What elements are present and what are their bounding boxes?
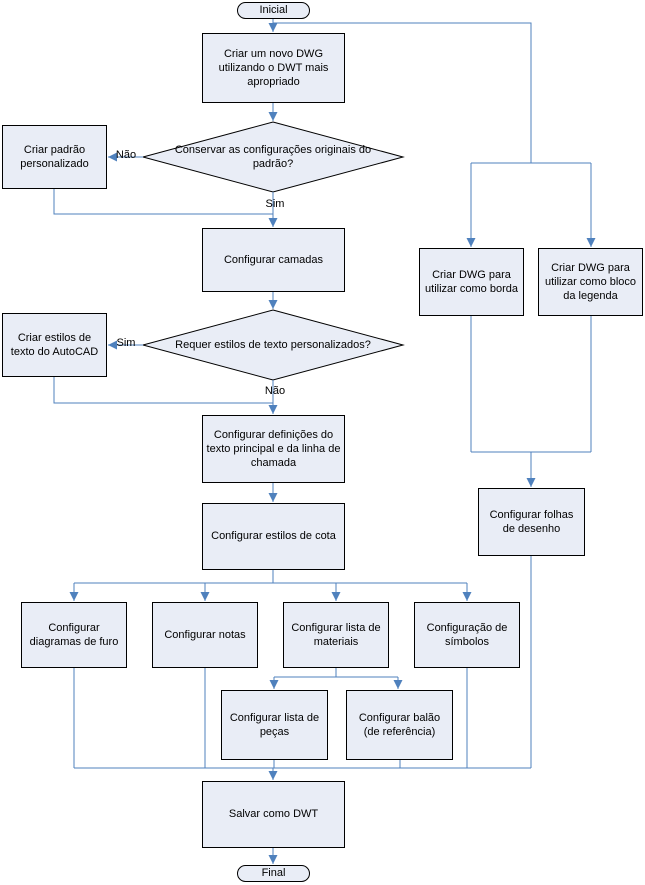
process-border-dwg: Criar DWG para utilizar como borda <box>419 248 524 316</box>
process-new-dwg: Criar um novo DWG utilizando o DWT mais … <box>202 33 345 103</box>
terminator-start: Inicial <box>237 2 310 19</box>
process-parts-list: Configurar lista de peças <box>221 690 328 760</box>
process-autocad-text-styles: Criar estilos de texto do AutoCAD <box>2 313 107 377</box>
edge-custom-merge <box>53 189 273 215</box>
edge-label-no: Não <box>115 149 137 161</box>
process-dimension-styles: Configurar estilos de cota <box>202 503 345 570</box>
process-hole-charts: Configurar diagramas de furo <box>21 602 127 668</box>
process-titleblock-dwg: Criar DWG para utilizar como bloco da le… <box>538 248 643 316</box>
edge-label-yes: Sim <box>265 198 285 210</box>
decision-keep-default-settings-label: Conservar as configurações originais do … <box>174 143 372 170</box>
process-custom-standard: Criar padrão personalizado <box>2 125 107 189</box>
process-drawing-sheets: Configurar folhas de desenho <box>478 488 585 556</box>
process-layers: Configurar camadas <box>202 228 345 292</box>
edge-label-yes: Sim <box>116 337 136 349</box>
edge-textstyles-merge <box>53 377 273 404</box>
edge-branch-to-right-column <box>273 22 532 163</box>
process-material-list: Configurar lista de materiais <box>283 602 389 668</box>
process-text-leader-settings: Configurar definições do texto principal… <box>202 415 345 483</box>
terminator-final: Final <box>237 865 310 882</box>
process-balloon: Configurar balão (de referência) <box>346 690 453 760</box>
edge-label-no: Não <box>264 385 286 397</box>
process-notes: Configurar notas <box>152 602 258 668</box>
process-save-dwt: Salvar como DWT <box>202 781 345 848</box>
process-symbols: Configuração de símbolos <box>414 602 520 668</box>
decision-need-custom-text-styles-label: Requer estilos de texto personalizados? <box>175 338 371 351</box>
